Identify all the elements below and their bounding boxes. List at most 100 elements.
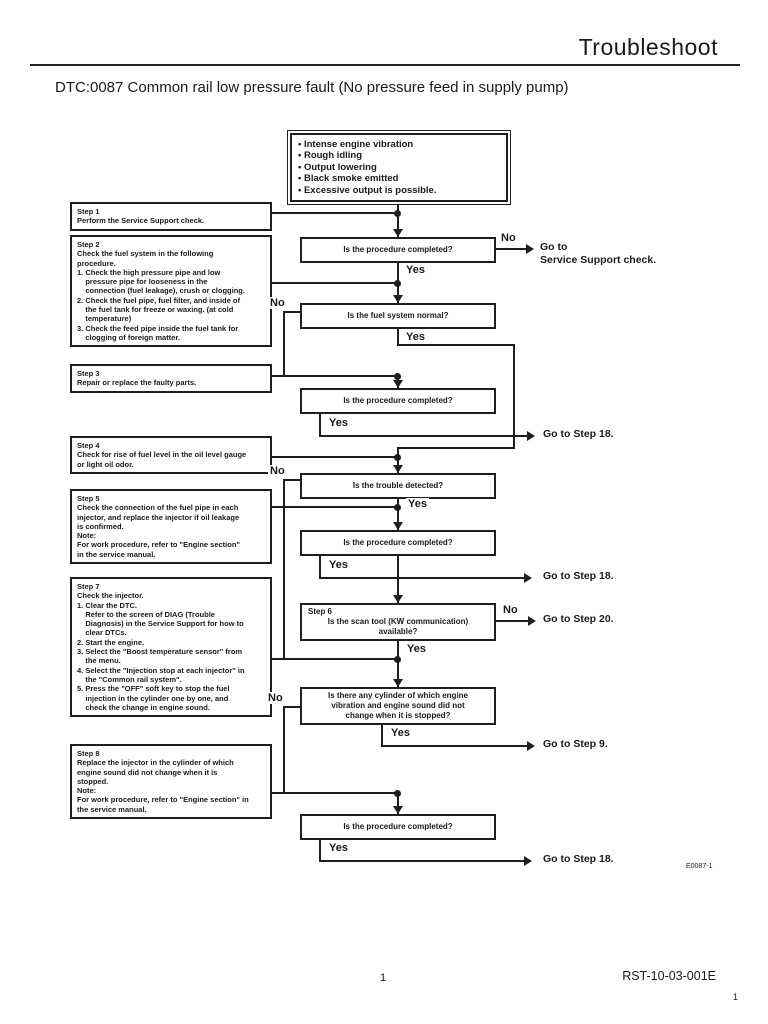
no-label: No bbox=[499, 232, 518, 244]
yes-label: Yes bbox=[327, 842, 350, 854]
arrow-down-icon bbox=[393, 679, 403, 687]
connector-line bbox=[283, 479, 300, 481]
goto-step-20-label: Go to Step 20. bbox=[543, 613, 614, 625]
decision-cylinder-sound-change: Is there any cylinder of which engine vi… bbox=[300, 687, 496, 725]
connector-line bbox=[270, 282, 398, 284]
connector-line bbox=[397, 447, 515, 449]
no-label: No bbox=[268, 297, 287, 309]
connector-line bbox=[397, 344, 515, 346]
yes-label: Yes bbox=[405, 643, 428, 655]
junction-dot bbox=[394, 373, 401, 380]
step-body: Check for rise of fuel level in the oil … bbox=[77, 450, 247, 469]
goto-step-9-label: Go to Step 9. bbox=[543, 738, 608, 750]
step-body: Repair or replace the faulty parts. bbox=[77, 378, 197, 388]
symptom-box: • Intense engine vibration • Rough idlin… bbox=[287, 130, 511, 206]
decision-question: Is the trouble detected? bbox=[352, 481, 444, 490]
goto-step-18-label: Go to Step 18. bbox=[543, 570, 614, 582]
connector-line bbox=[270, 456, 398, 458]
connector-line bbox=[513, 344, 515, 449]
step-title: Step 5 bbox=[77, 494, 100, 503]
decision-procedure-completed-2: Is the procedure completed? bbox=[300, 388, 496, 414]
decision-question: Is the procedure completed? bbox=[343, 822, 453, 831]
connector-line bbox=[496, 620, 530, 622]
arrow-down-icon bbox=[393, 295, 403, 303]
junction-dot bbox=[394, 280, 401, 287]
connector-line bbox=[397, 329, 399, 346]
step-body: Replace the injector in the cylinder of … bbox=[77, 758, 249, 814]
decision-question: Is there any cylinder of which engine vi… bbox=[327, 691, 469, 720]
arrow-right-icon bbox=[524, 856, 532, 866]
goto-service-support-label: Go to Service Support check. bbox=[540, 241, 657, 266]
decision-trouble-detected: Is the trouble detected? bbox=[300, 473, 496, 499]
page-header-title: Troubleshoot bbox=[578, 34, 718, 60]
goto-step-18-label: Go to Step 18. bbox=[543, 853, 614, 865]
connector-line bbox=[270, 792, 398, 794]
arrow-right-icon bbox=[528, 616, 536, 626]
yes-label: Yes bbox=[406, 498, 429, 510]
decision-procedure-completed-1: Is the procedure completed? bbox=[300, 237, 496, 263]
step-title: Step 2 bbox=[77, 240, 100, 249]
symptom-item: • Intense engine vibration bbox=[298, 139, 414, 150]
arrow-right-icon bbox=[527, 741, 535, 751]
yes-label: Yes bbox=[404, 331, 427, 343]
decision-question: Is the procedure completed? bbox=[343, 245, 453, 254]
step-body: Perform the Service Support check. bbox=[77, 216, 205, 226]
connector-line bbox=[283, 311, 285, 377]
header-rule bbox=[30, 64, 740, 66]
document-title: DTC:0087 Common rail low pressure fault … bbox=[55, 79, 569, 96]
arrow-right-icon bbox=[524, 573, 532, 583]
decision-step-6-scan-tool: Step 6 Is the scan tool (KW communicatio… bbox=[300, 603, 496, 641]
no-label: No bbox=[266, 692, 285, 704]
step-body: Check the fuel system in the following p… bbox=[77, 249, 245, 342]
no-label: No bbox=[268, 465, 287, 477]
connector-line bbox=[270, 212, 398, 214]
step-5-box: Step 5 Check the connection of the fuel … bbox=[70, 489, 272, 565]
junction-dot bbox=[394, 656, 401, 663]
connector-line bbox=[319, 860, 526, 862]
arrow-right-icon bbox=[526, 244, 534, 254]
connector-line bbox=[270, 506, 398, 508]
connector-line bbox=[397, 556, 399, 603]
arrow-down-icon bbox=[393, 595, 403, 603]
step-3-box: Step 3 Repair or replace the faulty part… bbox=[70, 364, 272, 393]
step-body: Check the connection of the fuel pipe in… bbox=[77, 503, 240, 559]
step-8-box: Step 8 Replace the injector in the cylin… bbox=[70, 744, 272, 820]
connector-line bbox=[283, 706, 285, 794]
arrow-down-icon bbox=[393, 229, 403, 237]
step-title: Step 7 bbox=[77, 582, 100, 591]
footer-corner-number: 1 bbox=[732, 992, 738, 1002]
connector-line bbox=[283, 479, 285, 660]
junction-dot bbox=[394, 790, 401, 797]
connector-line bbox=[319, 435, 529, 437]
yes-label: Yes bbox=[327, 559, 350, 571]
junction-dot bbox=[394, 504, 401, 511]
junction-dot bbox=[394, 454, 401, 461]
connector-line bbox=[270, 375, 398, 377]
decision-procedure-completed-3: Is the procedure completed? bbox=[300, 530, 496, 556]
decision-question: Is the scan tool (KW communication) avai… bbox=[327, 617, 469, 636]
connector-line bbox=[397, 499, 399, 530]
connector-line bbox=[270, 658, 398, 660]
decision-procedure-completed-4: Is the procedure completed? bbox=[300, 814, 496, 840]
symptom-item: • Rough idling bbox=[298, 150, 363, 162]
yes-label: Yes bbox=[404, 264, 427, 276]
decision-question: Is the fuel system normal? bbox=[347, 311, 449, 320]
goto-step-18-label: Go to Step 18. bbox=[543, 428, 614, 440]
symptom-item: • Excessive output is possible. bbox=[298, 184, 437, 196]
step-title: Step 4 bbox=[77, 441, 100, 450]
connector-line bbox=[381, 745, 529, 747]
decision-question: Is the procedure completed? bbox=[343, 538, 453, 547]
arrow-down-icon bbox=[393, 806, 403, 814]
connector-line bbox=[397, 792, 399, 814]
step-title: Step 1 bbox=[77, 207, 100, 216]
connector-line bbox=[319, 414, 321, 437]
connector-line bbox=[496, 248, 528, 250]
yes-label: Yes bbox=[389, 727, 412, 739]
connector-line bbox=[319, 840, 321, 862]
symptom-item: • Output lowering bbox=[298, 161, 377, 173]
step-body: Check the injector. 1. Clear the DTC. Re… bbox=[77, 591, 245, 712]
arrow-down-icon bbox=[393, 522, 403, 530]
decision-question: Is the procedure completed? bbox=[343, 396, 453, 405]
figure-code: E0087-1 bbox=[686, 863, 713, 870]
connector-line bbox=[283, 706, 300, 708]
